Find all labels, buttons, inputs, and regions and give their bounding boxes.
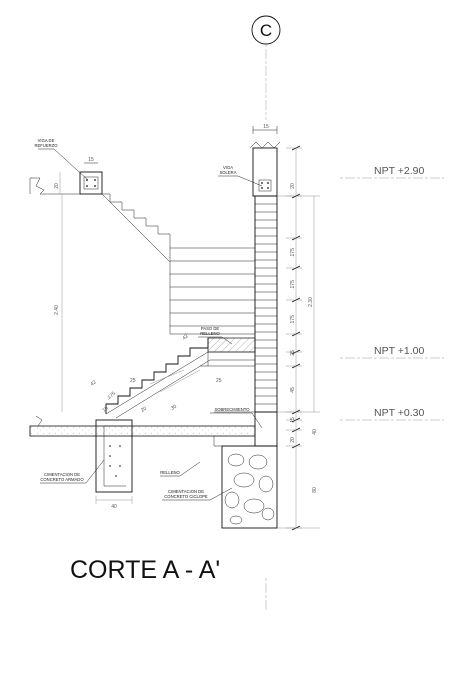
- svg-text:RELLENO: RELLENO: [200, 331, 220, 336]
- svg-text:.175: .175: [290, 280, 296, 290]
- svg-text:45: 45: [290, 387, 296, 393]
- svg-text:RELLENO: RELLENO: [160, 470, 180, 475]
- svg-text:NPT +0.30: NPT +0.30: [374, 407, 424, 419]
- level-npt-030: NPT +0.30: [340, 407, 444, 421]
- svg-text:42: 42: [89, 379, 97, 387]
- dim-beam-15: 15: [88, 157, 94, 163]
- svg-text:40: 40: [312, 429, 318, 435]
- title-text: CORTE A - A': [70, 556, 220, 584]
- svg-text:25: 25: [290, 350, 296, 356]
- svg-text:15: 15: [290, 417, 296, 423]
- lower-stairs: [105, 338, 255, 419]
- label-paso-relleno: PASO DE RELLENO: [198, 326, 233, 345]
- brick-wall: [254, 195, 278, 413]
- svg-text:SOLERA: SOLERA: [220, 170, 237, 175]
- svg-text:20: 20: [290, 183, 296, 189]
- label-viga-refuerzo: VIGA DE REFUERZO: [34, 138, 89, 181]
- svg-text:25: 25: [216, 378, 222, 384]
- wall-top-solera: 15: [249, 124, 281, 197]
- label-cimentacion-armado: CIMENTACION DE CONCRETO ARMADO: [40, 459, 105, 484]
- svg-text:2.30: 2.30: [308, 297, 314, 307]
- footing-armado: 40: [95, 419, 133, 510]
- svg-text:CIMENTACION DE: CIMENTACION DE: [44, 472, 80, 477]
- svg-text:80: 80: [312, 487, 318, 493]
- svg-text:.175: .175: [290, 248, 296, 258]
- svg-text:42: 42: [181, 333, 189, 341]
- svg-text:20: 20: [290, 437, 296, 443]
- label-viga-solera: VIGA SOLERA: [218, 165, 263, 187]
- right-dim-chain: 20 2.30 .175 .175 .175 25 45 15 20 40 80: [277, 145, 320, 531]
- viga-refuerzo: 15 20: [29, 157, 103, 195]
- svg-text:20: 20: [140, 406, 148, 414]
- axis-marker-c: C: [251, 15, 281, 610]
- level-npt-290: NPT +2.90: [340, 165, 444, 179]
- dim-footing-40: 40: [111, 504, 117, 510]
- upper-stairs: [101, 193, 255, 334]
- svg-text:VIGA: VIGA: [223, 165, 233, 170]
- axis-letter: C: [260, 21, 272, 40]
- level-npt-100: NPT +1.00: [340, 345, 444, 359]
- dim-top-15: 15: [263, 124, 269, 130]
- svg-text:10: 10: [101, 405, 109, 413]
- dim-beam-20: 20: [54, 183, 60, 189]
- label-cimentacion-ciclope: CIMENTACION DE CONCRETO CICLOPE: [162, 487, 233, 501]
- svg-text:SOBRECIMIENTO: SOBRECIMIENTO: [214, 407, 250, 412]
- section-title: CORTE A - A': [70, 556, 220, 584]
- svg-text:.175: .175: [290, 315, 296, 325]
- svg-text:CONCRETO ARMADO: CONCRETO ARMADO: [40, 477, 84, 482]
- svg-text:2.40: 2.40: [54, 305, 60, 315]
- svg-text:.175: .175: [105, 391, 116, 402]
- label-sobrecimiento: SOBRECIMIENTO: [210, 407, 263, 429]
- floor-slab: [29, 411, 278, 447]
- svg-text:NPT +1.00: NPT +1.00: [374, 345, 424, 357]
- footing-ciclope: [221, 445, 278, 529]
- svg-text:VIGA DE: VIGA DE: [38, 138, 55, 143]
- svg-text:CONCRETO CICLOPE: CONCRETO CICLOPE: [164, 494, 208, 499]
- svg-text:PASO DE: PASO DE: [201, 326, 220, 331]
- svg-text:REFUERZO: REFUERZO: [34, 143, 58, 148]
- label-relleno: RELLENO: [160, 461, 201, 477]
- stair-dims: 42 42 .175 25 30 25 10 20: [89, 333, 221, 414]
- svg-text:NPT +2.90: NPT +2.90: [374, 165, 424, 177]
- dim-height-240: 2.40: [54, 194, 63, 412]
- svg-text:CIMENTACION DE: CIMENTACION DE: [168, 489, 204, 494]
- svg-text:25: 25: [130, 378, 136, 384]
- svg-text:30: 30: [170, 404, 178, 412]
